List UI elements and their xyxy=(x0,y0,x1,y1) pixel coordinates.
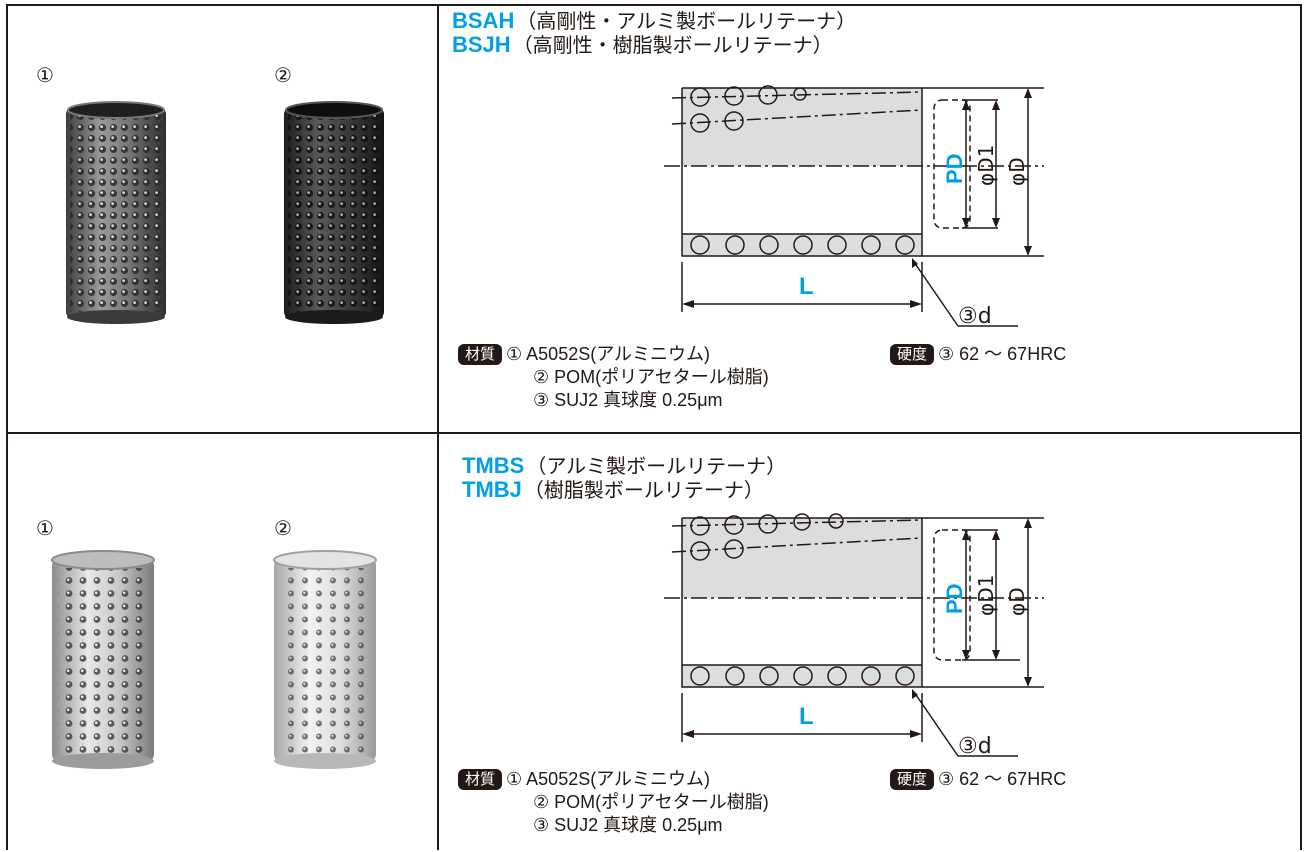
photo-label-1: ① xyxy=(36,63,54,87)
aluminum-retainer-image xyxy=(51,550,155,769)
resin-retainer-image xyxy=(273,550,377,769)
material-tag: 材質 xyxy=(458,769,503,790)
inner-diameter-label: φD1 xyxy=(974,575,998,616)
photo-label-2: ② xyxy=(274,516,292,540)
photo-label-1: ① xyxy=(36,516,54,540)
aluminum-retainer-image xyxy=(66,101,166,324)
material-tag: 材質 xyxy=(458,344,503,365)
length-label: L xyxy=(799,273,814,300)
pitch-diameter-label: PD xyxy=(942,583,967,614)
ball-diameter-label: ③d xyxy=(958,734,992,759)
spec-table xyxy=(6,4,1302,850)
product-title-bsjh: BSJH（高剛性・樹脂製ボールリテーナ） xyxy=(452,32,833,57)
ball-diameter-label: ③d xyxy=(958,304,992,329)
hardness-tag: 硬度 xyxy=(890,344,935,365)
pitch-diameter-label: PD xyxy=(942,153,967,184)
product-title-bsah: BSAH（高剛性・アルミ製ボールリテーナ） xyxy=(452,8,857,33)
resin-retainer-image xyxy=(284,101,384,324)
length-label: L xyxy=(799,703,814,730)
product-title-tmbj: TMBJ（樹脂製ボールリテーナ） xyxy=(462,477,764,502)
product-title-tmbs: TMBS（アルミ製ボールリテーナ） xyxy=(462,453,787,478)
inner-diameter-label: φD1 xyxy=(974,145,998,186)
photo-label-2: ② xyxy=(274,63,292,87)
outer-diameter-label: φD xyxy=(1005,587,1029,616)
hardness-tag: 硬度 xyxy=(890,769,935,790)
column-divider xyxy=(437,6,439,850)
row-divider xyxy=(8,432,1300,434)
outer-diameter-label: φD xyxy=(1005,157,1029,186)
